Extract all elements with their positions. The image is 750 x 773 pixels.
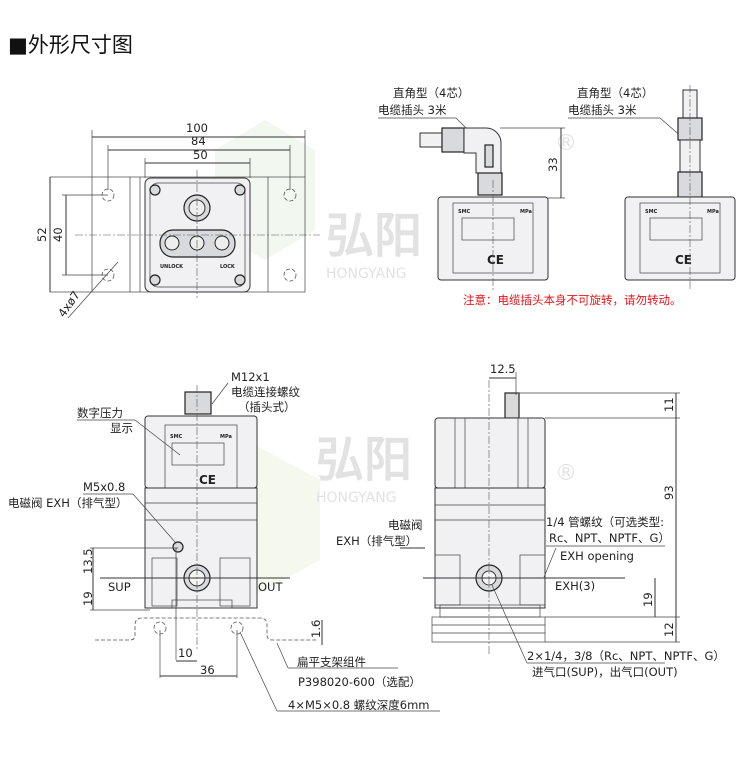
svg-text:19: 19 bbox=[81, 591, 95, 606]
svg-text:显示: 显示 bbox=[110, 421, 133, 435]
svg-text:40: 40 bbox=[51, 227, 65, 242]
svg-text:电缆连接螺纹: 电缆连接螺纹 bbox=[231, 385, 300, 399]
svg-text:弘阳: 弘阳 bbox=[326, 208, 422, 264]
watermark-registered-bottom: ® bbox=[555, 461, 577, 486]
svg-text:4×M5×0.8 螺纹深度6mm: 4×M5×0.8 螺纹深度6mm bbox=[288, 698, 430, 712]
svg-text:12.5: 12.5 bbox=[490, 362, 516, 376]
svg-text:SMC: SMC bbox=[170, 434, 183, 440]
svg-text:52: 52 bbox=[35, 227, 49, 242]
corner-screws bbox=[149, 184, 246, 286]
down-button-icon bbox=[164, 235, 180, 251]
svg-text:SMC: SMC bbox=[645, 209, 658, 215]
svg-text:UNLOCK: UNLOCK bbox=[160, 264, 184, 270]
svg-text:电磁阀: 电磁阀 bbox=[388, 518, 423, 532]
svg-text:P398020-600（选配）: P398020-600（选配） bbox=[298, 675, 421, 689]
straight-connector-view: 直角型（4芯） 电缆插头 3米 SMC MPa CE bbox=[568, 85, 736, 290]
svg-text:扁平支架组件: 扁平支架组件 bbox=[297, 655, 366, 669]
svg-text:CE: CE bbox=[199, 473, 216, 487]
svg-text:EXH（排气型）: EXH（排气型） bbox=[336, 534, 417, 548]
svg-text:11: 11 bbox=[662, 397, 676, 412]
svg-text:100: 100 bbox=[186, 121, 208, 135]
svg-text:Rc、NPT、NPTF、G）: Rc、NPT、NPTF、G） bbox=[549, 531, 670, 545]
watermark-registered-top: ® bbox=[555, 131, 577, 156]
svg-text:CE: CE bbox=[675, 253, 692, 267]
watermark-bottom: 弘阳 HONGYANG bbox=[316, 432, 412, 506]
svg-text:LOCK: LOCK bbox=[220, 264, 236, 270]
svg-text:84: 84 bbox=[191, 134, 206, 148]
svg-text:EXH opening: EXH opening bbox=[560, 549, 634, 563]
svg-text:进气口(SUP)，出气口(OUT): 进气口(SUP)，出气口(OUT) bbox=[532, 665, 678, 679]
warning-note: 注意：电缆插头本身不可旋转，请勿转动。 bbox=[463, 293, 682, 307]
svg-text:93: 93 bbox=[662, 485, 676, 500]
front-view: SMC MPa CE SUP OUT M12x1 电缆连接螺纹 （插头式） 数字… bbox=[8, 370, 440, 712]
watermark-top: 弘阳 HONGYANG bbox=[326, 208, 422, 282]
svg-text:50: 50 bbox=[193, 148, 208, 162]
right-angle-connector-view: 直角型（4芯） 电缆插头 3米 SMC MPa CE 33 bbox=[378, 86, 565, 290]
svg-text:电缆插头 3米: 电缆插头 3米 bbox=[378, 103, 447, 117]
svg-text:13.5: 13.5 bbox=[81, 548, 95, 574]
svg-text:MPa: MPa bbox=[707, 209, 719, 215]
svg-text:10: 10 bbox=[178, 646, 193, 660]
svg-text:（插头式）: （插头式） bbox=[238, 400, 296, 414]
svg-text:MPa: MPa bbox=[220, 434, 232, 440]
side-connector bbox=[504, 392, 520, 419]
svg-text:M5x0.8: M5x0.8 bbox=[83, 480, 125, 494]
up-button-icon bbox=[214, 235, 230, 251]
svg-text:OUT: OUT bbox=[258, 580, 283, 594]
svg-text:直角型（4芯）: 直角型（4芯） bbox=[393, 86, 469, 100]
svg-text:SMC: SMC bbox=[458, 209, 471, 215]
m12-connector bbox=[184, 391, 212, 415]
svg-text:36: 36 bbox=[200, 663, 215, 677]
top-view: UNLOCK LOCK 100 84 50 52 40 4xø7 bbox=[35, 121, 320, 320]
svg-text:19: 19 bbox=[641, 592, 655, 607]
svg-text:33: 33 bbox=[546, 157, 560, 172]
svg-text:CE: CE bbox=[487, 253, 504, 267]
svg-text:2×1/4，3/8（Rc、NPT、NPTF、G）: 2×1/4，3/8（Rc、NPT、NPTF、G） bbox=[527, 649, 725, 663]
page-title: ■外形尺寸图 bbox=[8, 33, 133, 57]
svg-text:M12x1: M12x1 bbox=[231, 370, 270, 384]
svg-text:数字压力: 数字压力 bbox=[77, 406, 123, 420]
svg-text:4xø7: 4xø7 bbox=[55, 288, 83, 319]
svg-text:直角型（4芯）: 直角型（4芯） bbox=[577, 86, 653, 100]
svg-text:SUP: SUP bbox=[108, 580, 131, 594]
svg-text:1.6: 1.6 bbox=[309, 620, 323, 638]
svg-text:EXH(3): EXH(3) bbox=[555, 579, 595, 593]
svg-text:12: 12 bbox=[662, 622, 676, 637]
side-view: 12.5 11 93 19 12 电磁阀 EXH（排气型） 1/4 管螺纹（可选… bbox=[336, 362, 725, 679]
exh-port-icon bbox=[172, 541, 184, 553]
svg-text:MPa: MPa bbox=[520, 209, 532, 215]
svg-text:弘阳: 弘阳 bbox=[316, 432, 412, 488]
svg-text:电缆插头 3米: 电缆插头 3米 bbox=[568, 103, 637, 117]
svg-text:1/4 管螺纹（可选类型:: 1/4 管螺纹（可选类型: bbox=[546, 515, 664, 529]
svg-text:HONGYANG: HONGYANG bbox=[316, 490, 397, 506]
svg-text:HONGYANG: HONGYANG bbox=[326, 266, 407, 282]
svg-text:电磁阀 EXH（排气型）: 电磁阀 EXH（排气型） bbox=[8, 496, 127, 510]
